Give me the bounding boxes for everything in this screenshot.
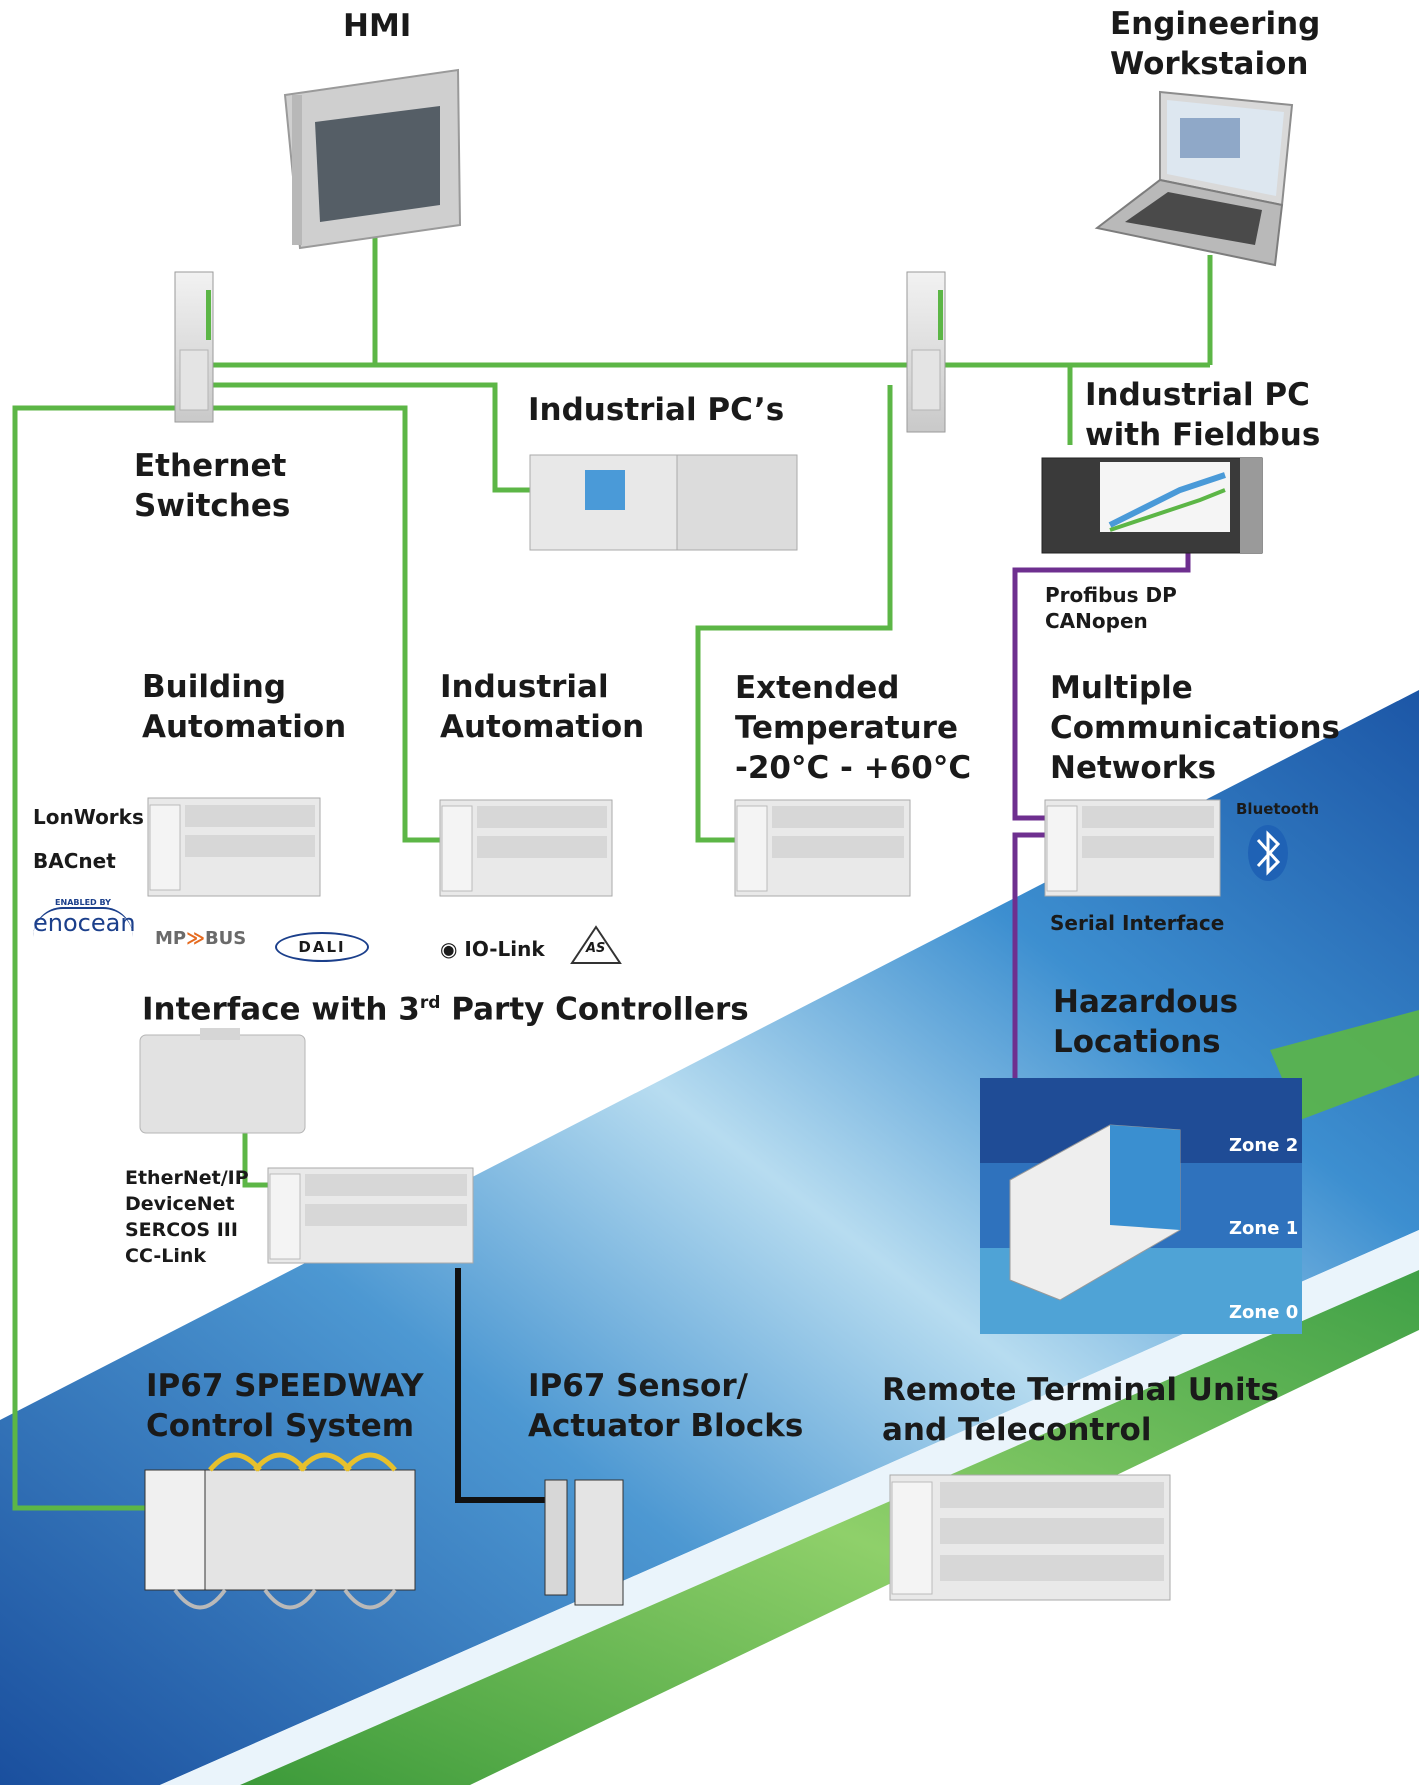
industrial-automation-line: [210, 405, 440, 843]
asi-text: AS: [586, 941, 606, 956]
multiple-communications-label: Multiple Communications Networks: [1050, 670, 1340, 786]
speedway-modules: [144, 1452, 416, 1610]
zone-0-label: Zone 0: [1229, 1302, 1299, 1323]
building-automation-controller: [147, 797, 321, 897]
ethernet-lines: [12, 230, 1213, 1511]
interface-3rd-sup: rd: [419, 993, 441, 1013]
industrial-pc-fieldbus-label: Industrial PC with Fieldbus: [1085, 377, 1321, 453]
building-automation-label: Building Automation: [142, 669, 347, 745]
iolink-icon: ◉: [440, 937, 465, 961]
speedway-line: [12, 405, 175, 1511]
industrial-automation-label: Industrial Automation: [440, 669, 645, 745]
asi-triangle-icon: [570, 925, 622, 964]
mpbus-text-2: BUS: [204, 928, 247, 949]
rtu-label: Remote Terminal Units and Telecontrol: [882, 1372, 1279, 1448]
extended-temp-line: [695, 385, 893, 843]
green-band: [240, 1270, 1419, 1785]
enocean-text: enocean: [33, 907, 136, 937]
profibus-line: [1012, 552, 1191, 821]
ethernet-switches-label: Ethernet Switches: [134, 448, 291, 524]
white-band-gap: [160, 1230, 1419, 1785]
zone-1-label: Zone 1: [1229, 1218, 1299, 1239]
bacnet-label: BACnet: [33, 849, 116, 873]
lonworks-label: LonWorks: [33, 805, 144, 829]
iolink-logo: ◉ IO-Link: [440, 937, 545, 961]
profibus-label: Profibus DP CANopen: [1045, 583, 1177, 633]
industrial-pc-device: [529, 454, 798, 551]
third-party-controller: [139, 1028, 306, 1134]
sensor-line: [455, 1268, 545, 1503]
mpbus-logo: MP≫BUS: [155, 928, 247, 949]
ip67-speedway-label: IP67 SPEEDWAY Control System: [146, 1368, 424, 1444]
fieldbus-coupler: [267, 1167, 474, 1264]
iolink-text: IO-Link: [464, 937, 545, 961]
fieldbus-list-label: EtherNet/IP DeviceNet SERCOS III CC-Link: [125, 1167, 249, 1267]
dali-text: DALI: [298, 938, 346, 956]
engineering-laptop: [1094, 90, 1294, 267]
serial-interface-label: Serial Interface: [1050, 911, 1225, 935]
rtu-device: [889, 1474, 1171, 1601]
engineering-workstation-label: Engineering Workstaion: [1110, 6, 1321, 82]
interface-3rd-suffix: Party Controllers: [440, 991, 749, 1028]
dali-logo: DALI: [275, 932, 369, 962]
enocean-enabled-text: ENABLED BY: [55, 898, 111, 907]
ethernet-switch-right: [906, 271, 946, 433]
green-band-upper: [1270, 1010, 1419, 1120]
industrial-automation-controller: [439, 799, 613, 897]
interface-3rd-prefix: Interface with 3: [142, 991, 420, 1028]
extended-temperature-label: Extended Temperature -20°C - +60°C: [735, 670, 972, 786]
hazardous-line: [1012, 832, 1045, 1078]
fieldbus-lines: [1012, 552, 1191, 1078]
bluetooth-icon: [1248, 825, 1288, 881]
hmi-label: HMI: [343, 8, 412, 44]
hazardous-locations-label: Hazardous Locations: [1053, 984, 1239, 1060]
extended-temp-controller: [734, 799, 911, 897]
zone-2-label: Zone 2: [1229, 1135, 1299, 1156]
industrial-pc-fieldbus-device: [1041, 457, 1263, 554]
ethernet-switch-left: [174, 271, 214, 423]
enocean-logo: ENABLED BY enocean: [33, 898, 136, 937]
sensor-blocks: [544, 1479, 624, 1606]
mpbus-text-1: MP: [155, 928, 187, 949]
interface-3rd-party-label: Interface with 3rd Party Controllers: [142, 983, 749, 1029]
multiple-comm-controller: [1044, 799, 1221, 897]
ip67-sensor-label: IP67 Sensor/ Actuator Blocks: [528, 1368, 804, 1444]
ipc-line: [210, 382, 530, 493]
asi-logo: AS: [570, 925, 622, 965]
third-party-line: [242, 1132, 270, 1188]
hazardous-zones: [980, 1078, 1302, 1334]
industrial-pcs-label: Industrial PC’s: [528, 392, 785, 428]
hmi-device: [283, 68, 462, 250]
bluetooth-label: Bluetooth: [1236, 800, 1320, 818]
